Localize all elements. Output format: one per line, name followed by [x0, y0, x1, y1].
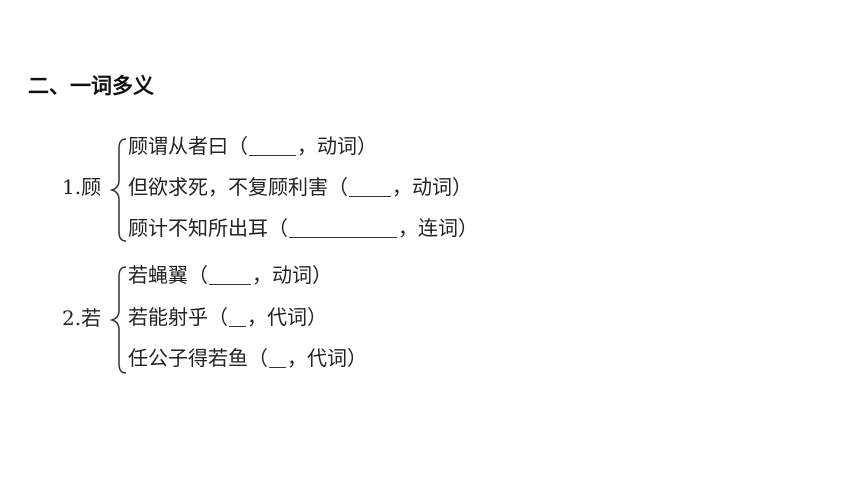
usage-line: 顾计不知所出耳（ ，连词）: [128, 215, 478, 241]
usage-line: 若蝇翼（ ，动词）: [128, 262, 332, 288]
usage-line: 若能射乎（ ，代词）: [128, 304, 327, 330]
part-of-speech: ，动词）: [392, 175, 472, 199]
part-of-speech: ，代词）: [247, 305, 327, 329]
example-sentence: 任公子得若鱼（: [128, 346, 268, 370]
group-label: 1.顾: [62, 175, 102, 199]
left-brace-icon: [109, 266, 127, 374]
usage-line: 顾谓从者曰（ ，动词）: [128, 133, 377, 159]
left-brace-icon: [109, 138, 127, 242]
example-sentence: 若蝇翼（: [128, 263, 208, 287]
example-sentence: 若能射乎（: [128, 305, 228, 329]
answer-blank[interactable]: [229, 308, 246, 327]
example-sentence: 顾谓从者曰（: [128, 134, 248, 158]
group-label: 2.若: [62, 306, 102, 330]
answer-blank[interactable]: [249, 137, 296, 156]
section-title: 二、一词多义: [28, 74, 154, 98]
example-sentence: 但欲求死，不复顾利害（: [128, 175, 348, 199]
usage-line: 但欲求死，不复顾利害（ ，动词）: [128, 174, 472, 200]
answer-blank[interactable]: [349, 178, 391, 197]
part-of-speech: ，代词）: [287, 346, 367, 370]
part-of-speech: ，动词）: [252, 263, 332, 287]
example-sentence: 顾计不知所出耳（: [128, 216, 288, 240]
answer-blank[interactable]: [289, 219, 397, 238]
answer-blank[interactable]: [209, 266, 251, 285]
part-of-speech: ，连词）: [398, 216, 478, 240]
usage-line: 任公子得若鱼（ ，代词）: [128, 345, 367, 371]
answer-blank[interactable]: [269, 349, 286, 368]
part-of-speech: ，动词）: [297, 134, 377, 158]
